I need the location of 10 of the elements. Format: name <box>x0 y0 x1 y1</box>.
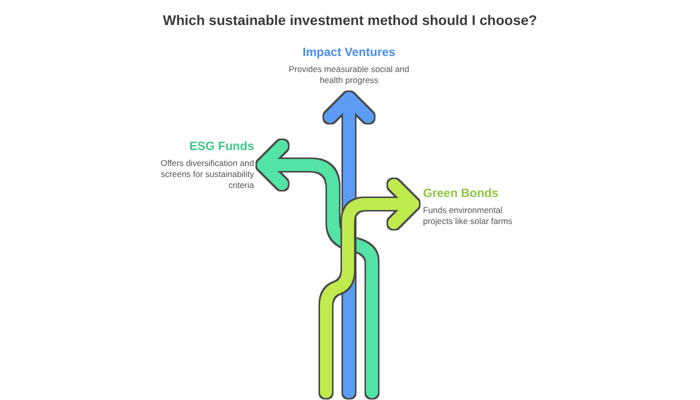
option-description: Provides measurable social and health progress <box>288 64 410 86</box>
option-description: Offers diversification and screens for sustainability criteria <box>160 158 254 191</box>
option-heading: ESG Funds <box>188 139 254 153</box>
thick-arrow <box>324 92 374 398</box>
thick-arrow <box>257 140 378 398</box>
thick-arrow <box>320 179 419 398</box>
option-description: Funds environmental projects like solar farms <box>423 205 514 227</box>
option-heading: Green Bonds <box>423 186 500 200</box>
option-heading: Impact Ventures <box>302 45 396 59</box>
diagram-title: Which sustainable investment method should I choose? <box>162 11 538 30</box>
